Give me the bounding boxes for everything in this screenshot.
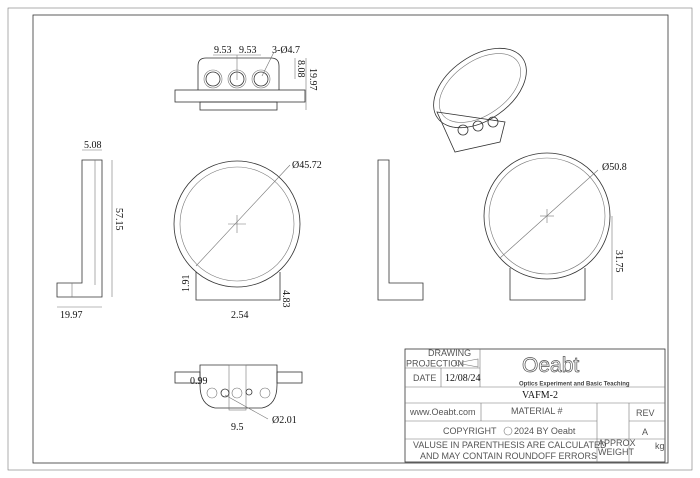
date-value: 12/08/24: [445, 373, 481, 384]
dim-holes: 3-Ø4.7: [272, 45, 300, 56]
dim-width: 19.97: [60, 310, 83, 321]
weight-label-2: WEIGHT: [598, 447, 634, 457]
copyright-label: COPYRIGHT: [443, 426, 497, 436]
company-logo: Oeabt: [522, 354, 579, 377]
dim-diameter: Ø45.72: [292, 160, 322, 171]
material-label: MATERIAL #: [511, 406, 563, 416]
dim-height: 57.15: [113, 208, 124, 231]
dim-pitch-2: 9.53: [239, 45, 257, 56]
projection-label: PROJECTION: [406, 359, 464, 369]
dim-offset: 0.99: [190, 376, 208, 387]
drawing-border: [32, 14, 669, 464]
dim-thickness: 5.08: [84, 140, 102, 151]
weight-label-1: APPROX: [598, 438, 636, 448]
dim-diameter: Ø50.8: [602, 162, 627, 173]
side-view: 5.08 57.15 19.97: [56, 140, 124, 321]
note-line-1: VALUSE IN PARENTHESIS ARE CALCULATED: [413, 440, 607, 450]
website: www.Oeabt.com: [409, 407, 476, 417]
copyright-year: 2024 BY Oeabt: [514, 426, 576, 436]
dim-spacing: 9.5: [231, 422, 244, 433]
side-view-2: [377, 159, 424, 301]
copyright-icon: [503, 426, 513, 436]
isometric-view: [433, 47, 527, 153]
dim-pitch-1: 9.53: [214, 45, 232, 56]
dim-height: 19.97: [307, 68, 318, 91]
front-view: Ø45.72 1.91 2.54 4.83: [173, 160, 322, 321]
part-number: VAFM-2: [522, 390, 558, 401]
dim-left: 1.91: [181, 275, 192, 293]
title-block: DRAWING PROJECTION DATE 12/08/24 Oeabt O…: [404, 348, 666, 463]
dim-hole: Ø2.01: [272, 415, 297, 426]
note-line-2: AND MAY CONTAIN ROUNDOFF ERRORS: [420, 451, 597, 461]
logo-tagline: Optics Experiment and Basic Teaching: [519, 382, 630, 388]
rev-value: A: [642, 427, 648, 437]
bottom-view: 0.99 9.5 Ø2.01: [174, 364, 303, 433]
outer-frame: [7, 7, 693, 471]
dim-height-small: 8.08: [295, 60, 306, 78]
right-view: Ø50.8 31.75: [483, 152, 627, 301]
rev-label: REV: [636, 408, 655, 418]
drawing-label: DRAWING: [428, 348, 471, 358]
dim-right: 4.83: [280, 290, 291, 308]
top-view: 9.53 9.53 3-Ø4.7 8.08 19.97: [174, 45, 318, 111]
date-label: DATE: [413, 373, 436, 383]
projection-symbol-icon: [455, 358, 479, 368]
dim-bottom: 2.54: [231, 310, 249, 321]
weight-unit: kg: [655, 441, 665, 451]
dim-height: 31.75: [613, 250, 624, 273]
